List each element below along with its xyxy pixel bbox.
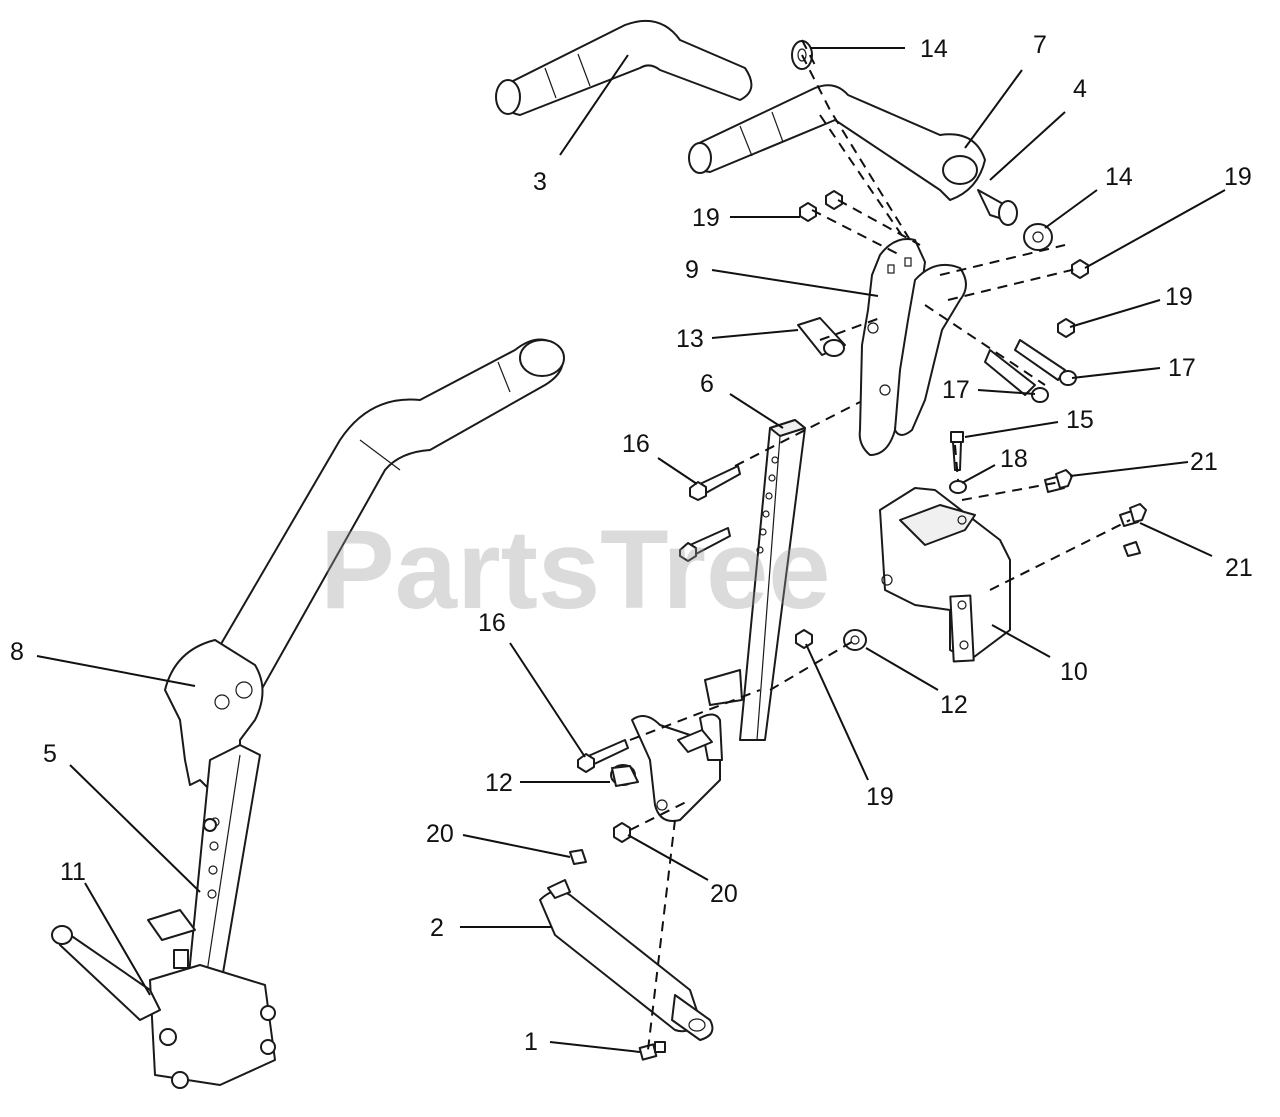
- callout-2: 2: [430, 914, 444, 942]
- callout-1: 1: [524, 1028, 538, 1056]
- nut-part-20: [569, 822, 631, 865]
- callout-16: 16: [478, 609, 506, 637]
- callout-leaders: [36, 47, 1226, 1053]
- callout-4: 4: [1073, 75, 1087, 103]
- control-handle-part-7: [688, 84, 986, 201]
- control-handle-part-3: [495, 19, 753, 116]
- callout-16: 16: [622, 430, 650, 458]
- callout-19: 19: [692, 204, 720, 232]
- callout-19: 19: [1165, 283, 1193, 311]
- callout-5: 5: [43, 740, 57, 768]
- bolt-part-21: [1044, 469, 1147, 557]
- control-lever-part-8: [199, 338, 565, 721]
- callout-17: 17: [942, 376, 970, 404]
- pivot-plate: [631, 669, 743, 822]
- pivot-bracket-part-9: [858, 238, 967, 456]
- callout-14: 14: [1105, 163, 1133, 191]
- callout-21: 21: [1225, 554, 1253, 582]
- washer-part-18: [949, 480, 967, 494]
- callout-numbers: 3 14 7 4 14 19 19 9 19 13 17 17 6 16 15 …: [10, 31, 1253, 1056]
- callout-12: 12: [485, 769, 513, 797]
- callout-15: 15: [1066, 406, 1094, 434]
- callout-17: 17: [1168, 354, 1196, 382]
- mount-part-11: [51, 818, 276, 1089]
- callout-7: 7: [1033, 31, 1047, 59]
- bolt-part-15: [950, 431, 964, 471]
- callout-19: 19: [1224, 163, 1252, 191]
- callout-20: 20: [710, 880, 738, 908]
- callout-21: 21: [1190, 448, 1218, 476]
- callout-13: 13: [676, 325, 704, 353]
- callout-18: 18: [1000, 445, 1028, 473]
- callout-3: 3: [533, 168, 547, 196]
- fitting-part-1: [638, 1041, 666, 1061]
- washer-part-14-right: [1023, 223, 1053, 251]
- callout-6: 6: [700, 370, 714, 398]
- callout-11: 11: [60, 858, 86, 886]
- bushing-part-4: [977, 189, 1018, 226]
- clevis-pin-part-17: [984, 339, 1077, 403]
- callout-20: 20: [426, 820, 454, 848]
- callout-10: 10: [1060, 658, 1088, 686]
- nut-part-19: [795, 190, 1089, 649]
- spacer-part-13: [797, 317, 846, 357]
- assembly-lines: [629, 39, 1131, 1051]
- callout-19: 19: [866, 783, 894, 811]
- adjustment-arm-part-6: [739, 419, 806, 741]
- damper-part-2: [539, 879, 714, 1041]
- watermark: PartsTree: [320, 507, 831, 632]
- mounting-bracket-part-10: [879, 487, 1011, 663]
- callout-8: 8: [10, 638, 24, 666]
- callout-12: 12: [940, 691, 968, 719]
- callout-9: 9: [685, 256, 699, 284]
- bolt-part-16: [577, 465, 741, 773]
- bushing-part-12: [610, 629, 867, 787]
- callout-14: 14: [920, 35, 948, 63]
